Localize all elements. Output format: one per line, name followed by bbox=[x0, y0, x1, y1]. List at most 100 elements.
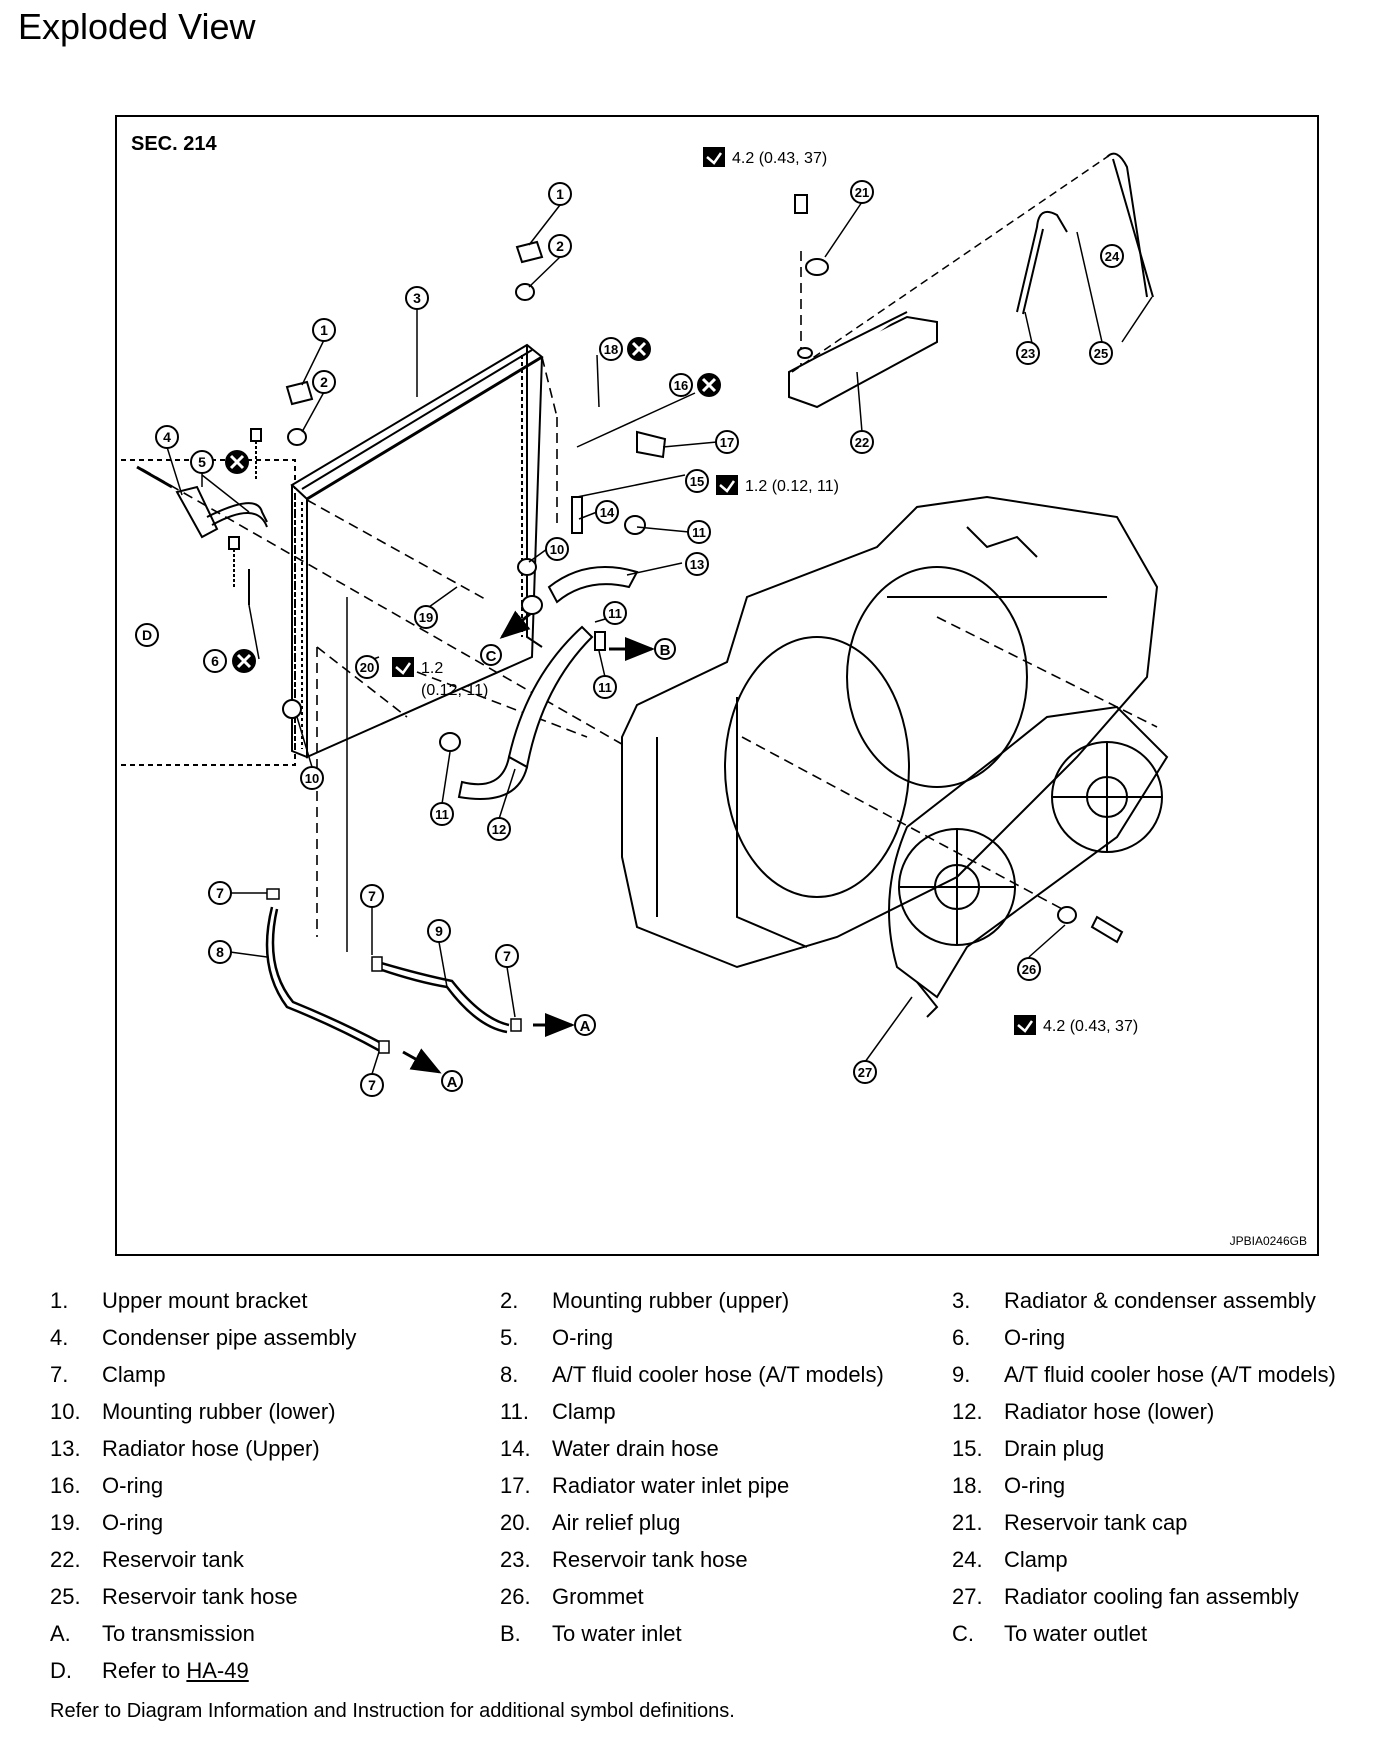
callout-27: 27 bbox=[853, 1060, 877, 1084]
callout-26: 26 bbox=[1017, 957, 1041, 981]
torque-wrench-icon bbox=[716, 475, 738, 495]
callout-12: 12 bbox=[487, 817, 511, 841]
do-not-reuse-icon bbox=[627, 337, 651, 361]
callout-7b: 7 bbox=[360, 884, 384, 908]
svg-text:12: 12 bbox=[492, 822, 506, 837]
svg-text:11: 11 bbox=[692, 525, 706, 540]
svg-text:4: 4 bbox=[163, 429, 171, 445]
svg-text:23: 23 bbox=[1021, 346, 1035, 361]
svg-text:B: B bbox=[660, 642, 671, 659]
flow-label-b: B bbox=[654, 638, 676, 660]
flow-label-a-2: A bbox=[441, 1070, 463, 1092]
callout-11c: 11 bbox=[593, 675, 617, 699]
svg-text:7: 7 bbox=[503, 948, 511, 964]
callout-7d: 7 bbox=[360, 1073, 384, 1097]
svg-text:13: 13 bbox=[690, 557, 704, 572]
callout-7: 7 bbox=[208, 881, 232, 905]
image-code: JPBIA0246GB bbox=[1230, 1234, 1307, 1248]
callout-21: 21 bbox=[850, 180, 874, 204]
callout-19: 19 bbox=[414, 605, 438, 629]
callout-24: 24 bbox=[1100, 244, 1124, 268]
torque-wrench-icon bbox=[392, 657, 414, 677]
callout-13: 13 bbox=[685, 552, 709, 576]
torque-wrench-icon bbox=[703, 147, 725, 167]
radiator-condenser-assembly bbox=[290, 343, 544, 759]
callout-d: D bbox=[135, 623, 159, 647]
ha-49-link[interactable]: HA-49 bbox=[186, 1658, 249, 1683]
svg-text:14: 14 bbox=[600, 505, 615, 520]
callout-25: 25 bbox=[1089, 341, 1113, 365]
svg-text:18: 18 bbox=[604, 342, 618, 357]
svg-text:19: 19 bbox=[419, 610, 433, 625]
callout-22: 22 bbox=[850, 430, 874, 454]
svg-text:8: 8 bbox=[216, 944, 224, 960]
svg-text:2: 2 bbox=[320, 374, 328, 390]
grommet-and-bolt bbox=[1057, 906, 1124, 944]
svg-text:2: 2 bbox=[556, 238, 564, 254]
callout-16: 16 bbox=[669, 373, 693, 397]
section-label: SEC. 214 bbox=[131, 133, 217, 155]
svg-text:7: 7 bbox=[368, 1077, 376, 1093]
reservoir-hoses bbox=[791, 152, 1154, 373]
svg-text:15: 15 bbox=[690, 474, 704, 489]
svg-text:A: A bbox=[580, 1018, 591, 1035]
callout-10: 10 bbox=[545, 537, 569, 561]
do-not-reuse-icon bbox=[225, 450, 249, 474]
svg-text:11: 11 bbox=[435, 807, 449, 822]
callout-3: 3 bbox=[405, 286, 429, 310]
svg-text:17: 17 bbox=[720, 435, 734, 450]
svg-text:20: 20 bbox=[360, 660, 374, 675]
svg-text:11: 11 bbox=[608, 606, 622, 621]
reservoir-tank bbox=[788, 194, 938, 409]
torque-reservoir: 4.2 (0.43, 37) bbox=[732, 150, 827, 167]
svg-text:25: 25 bbox=[1094, 346, 1108, 361]
svg-text:10: 10 bbox=[305, 771, 319, 786]
svg-text:7: 7 bbox=[368, 888, 376, 904]
callout-6: 6 bbox=[203, 649, 227, 673]
callout-8: 8 bbox=[208, 940, 232, 964]
upper-mount-bracket-top bbox=[285, 240, 544, 446]
callout-10b: 10 bbox=[300, 766, 324, 790]
svg-text:D: D bbox=[142, 627, 152, 643]
svg-text:24: 24 bbox=[1105, 249, 1120, 264]
lower-mounting-rubbers bbox=[282, 558, 537, 719]
svg-text:21: 21 bbox=[855, 185, 869, 200]
callout-11d: 11 bbox=[430, 802, 454, 826]
callout-5: 5 bbox=[190, 450, 214, 474]
callout-7c: 7 bbox=[495, 944, 519, 968]
callout-1: 1 bbox=[548, 182, 572, 206]
flow-label-a-1: A bbox=[574, 1014, 596, 1036]
radiator-hoses bbox=[439, 430, 667, 800]
radiator-cooling-fan-assembly bbox=[888, 705, 1169, 1018]
callout-18: 18 bbox=[599, 337, 623, 361]
callout-20: 20 bbox=[355, 655, 379, 679]
torque-drain-plug: 1.2 (0.12, 11) bbox=[745, 478, 839, 495]
svg-text:1: 1 bbox=[320, 322, 328, 338]
flow-arrows bbox=[402, 610, 655, 1074]
svg-text:22: 22 bbox=[855, 435, 869, 450]
page-title: Exploded View bbox=[18, 6, 256, 47]
do-not-reuse-icon bbox=[697, 373, 721, 397]
callout-11: 11 bbox=[687, 520, 711, 544]
svg-text:10: 10 bbox=[550, 542, 564, 557]
svg-text:9: 9 bbox=[435, 923, 443, 939]
svg-text:1: 1 bbox=[556, 186, 564, 202]
refer-region-outline bbox=[121, 459, 296, 766]
torque-fan: 4.2 (0.43, 37) bbox=[1043, 1018, 1138, 1035]
callout-11b: 11 bbox=[603, 601, 627, 625]
callout-2: 2 bbox=[548, 234, 572, 258]
flow-label-c: C bbox=[480, 644, 502, 666]
svg-text:5: 5 bbox=[198, 454, 206, 470]
torque-air-relief-line1: 1.2 bbox=[421, 660, 443, 677]
callout-4: 4 bbox=[155, 425, 179, 449]
callout-15: 15 bbox=[685, 469, 709, 493]
svg-text:27: 27 bbox=[858, 1065, 872, 1080]
svg-text:16: 16 bbox=[674, 378, 688, 393]
symbol-footnote: Refer to Diagram Information and Instruc… bbox=[50, 1700, 735, 1722]
svg-text:7: 7 bbox=[216, 885, 224, 901]
callout-17: 17 bbox=[715, 430, 739, 454]
svg-text:11: 11 bbox=[598, 680, 612, 695]
do-not-reuse-icon bbox=[232, 649, 256, 673]
fan-shroud-frame bbox=[621, 495, 1159, 969]
exploded-view-diagram: SEC. 214 bbox=[115, 115, 1319, 1256]
